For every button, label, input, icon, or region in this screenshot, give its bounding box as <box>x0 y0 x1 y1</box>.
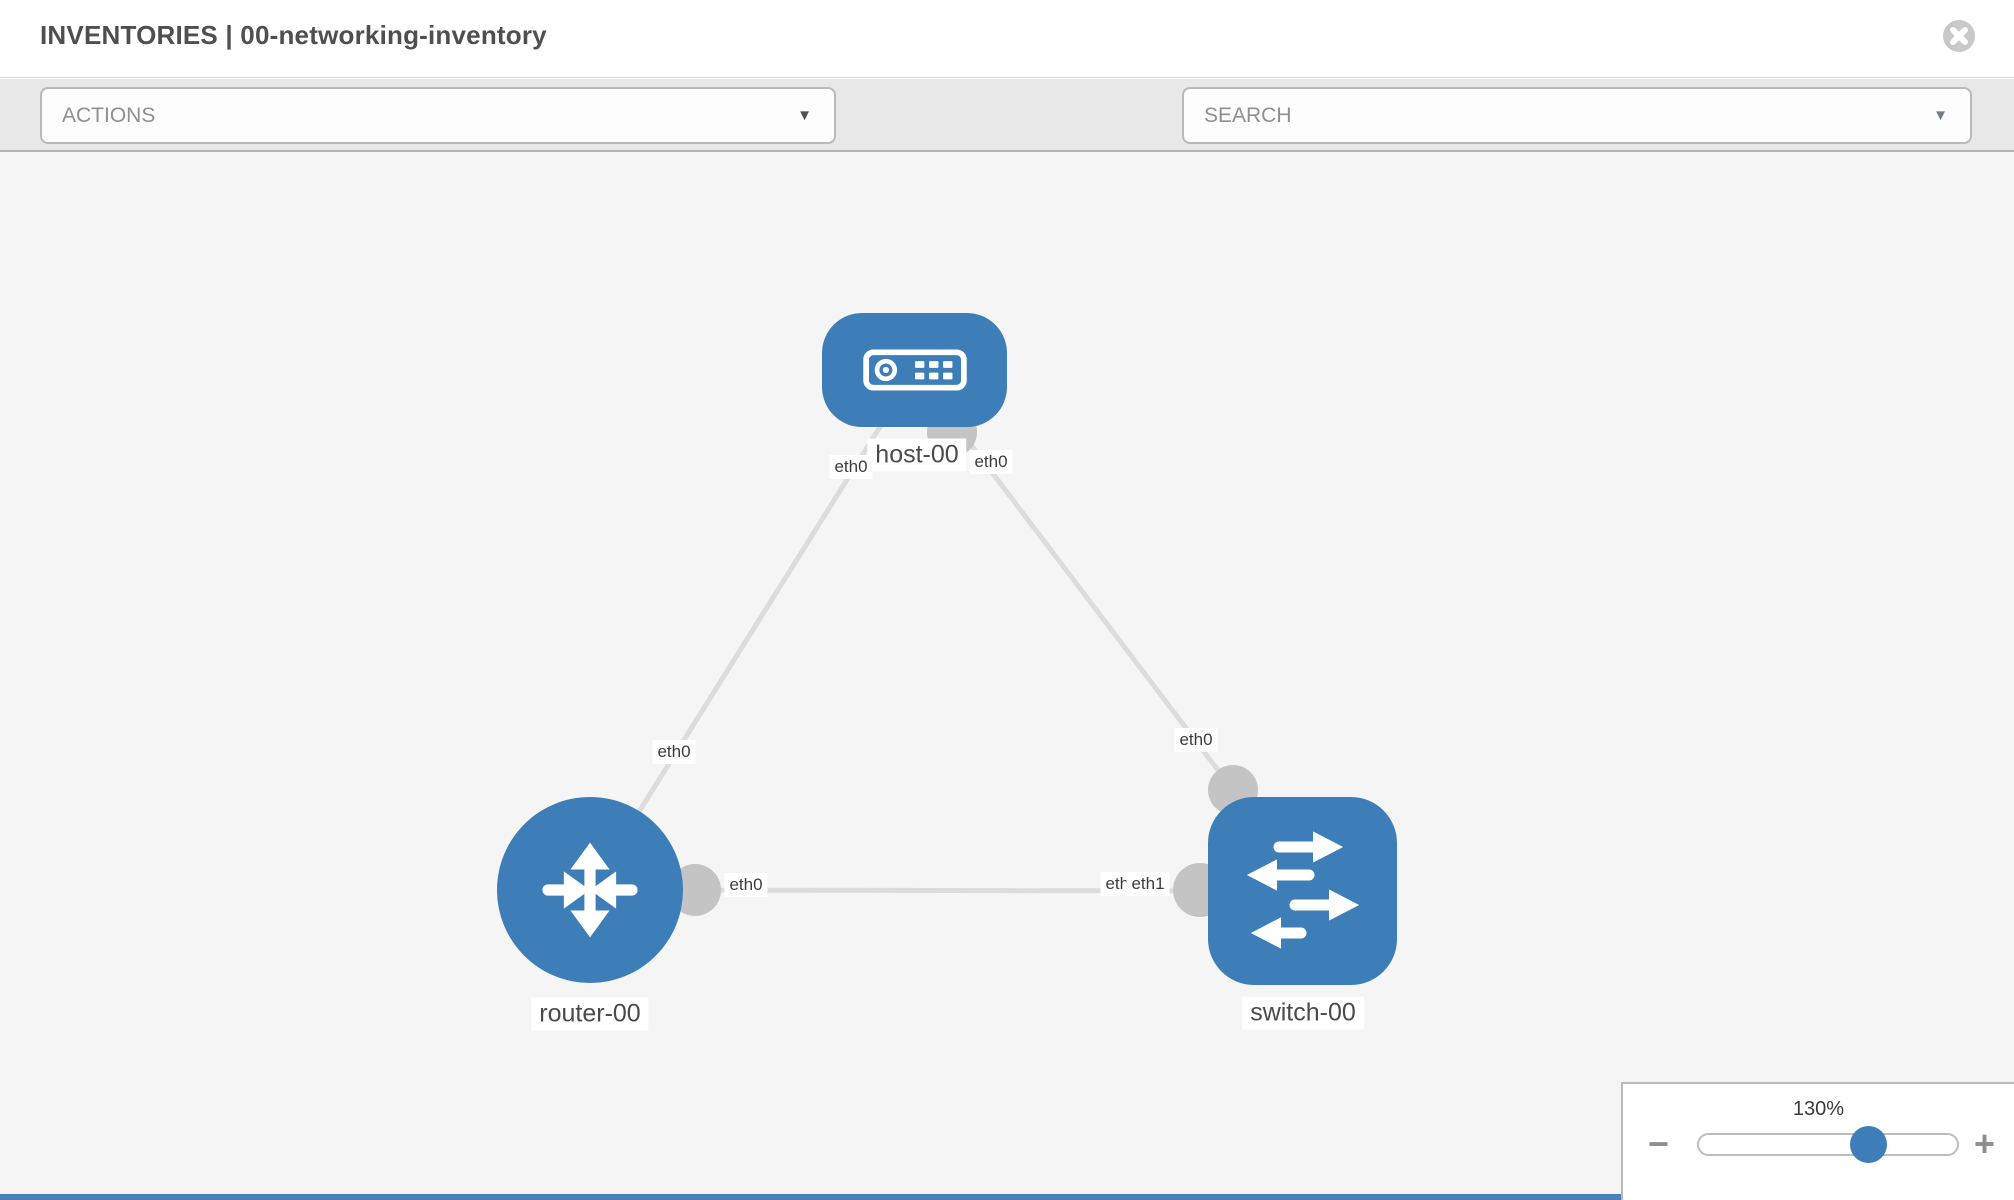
chevron-down-icon: ▼ <box>1933 107 1948 124</box>
node-label-switch-00: switch-00 <box>1242 996 1364 1030</box>
switch-icon <box>1246 831 1359 949</box>
iface-label-switch-eth0-top: eth0 <box>1174 728 1218 752</box>
topology-canvas[interactable]: host-00 router-00 switch-00 eth0 eth0 et… <box>0 152 2014 1200</box>
zoom-level-label: 130% <box>1792 1098 1845 1120</box>
iface-label-router-eth0-top: eth0 <box>652 740 696 764</box>
iface-label-router-eth0-right: eth0 <box>724 873 768 897</box>
toolbar: ACTIONS ▼ ▼ <box>0 79 2014 211</box>
iface-label-switch-eth1-left: eth1 <box>1126 872 1170 896</box>
actions-dropdown[interactable]: ACTIONS ▼ <box>40 87 836 144</box>
chevron-down-icon: ▼ <box>797 107 812 124</box>
zoom-in-button[interactable]: + <box>1974 1123 1996 1164</box>
close-button[interactable] <box>1942 19 1976 53</box>
server-icon <box>862 349 967 391</box>
close-icon <box>1943 20 1975 52</box>
iface-label-host-eth0-left: eth0 <box>829 455 873 479</box>
node-router-00[interactable] <box>497 797 683 983</box>
node-host-00[interactable] <box>822 313 1007 427</box>
topology-links-layer <box>587 369 1303 917</box>
zoom-slider-track[interactable] <box>1697 1126 1959 1163</box>
zoom-control-panel: 130% − + <box>1621 1082 2014 1200</box>
node-switch-00[interactable] <box>1208 797 1397 985</box>
search-dropdown[interactable]: ▼ <box>1182 87 1972 144</box>
node-label-router-00: router-00 <box>531 997 649 1031</box>
search-input[interactable] <box>1204 103 1934 128</box>
zoom-out-button[interactable]: − <box>1648 1123 1670 1164</box>
iface-label-host-eth0-right: eth0 <box>969 450 1013 474</box>
actions-dropdown-label: ACTIONS <box>62 103 156 127</box>
header: INVENTORIES | 00-networking-inventory <box>0 0 2014 78</box>
page-title: INVENTORIES | 00-networking-inventory <box>40 20 547 50</box>
node-label-host-00: host-00 <box>867 438 967 472</box>
zoom-slider-thumb[interactable] <box>1850 1126 1887 1163</box>
bottom-accent-bar <box>0 1194 1625 1200</box>
router-icon <box>542 842 638 938</box>
